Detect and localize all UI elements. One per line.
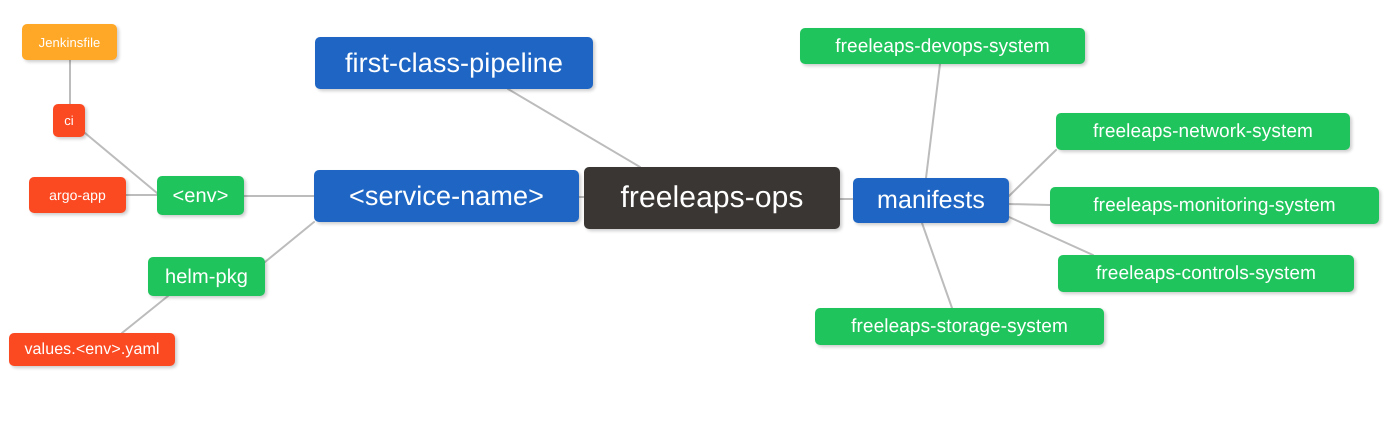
node-helm-pkg[interactable]: helm-pkg [148, 257, 265, 296]
node-label-argo-app: argo-app [49, 187, 106, 203]
node-ci[interactable]: ci [53, 104, 85, 137]
edge-manifests-to-freeleaps-storage-system [921, 222, 953, 309]
node-label-jenkinsfile: Jenkinsfile [38, 34, 101, 50]
node-service-name[interactable]: <service-name> [314, 170, 579, 222]
node-freeleaps-ops[interactable]: freeleaps-ops [584, 167, 840, 229]
edge-helm-pkg-to-values-yaml [121, 295, 169, 334]
edge-manifests-to-freeleaps-devops-system [925, 63, 941, 179]
edge-first-class-pipeline-to-freeleaps-ops [507, 88, 641, 168]
node-label-freeleaps-storage-system: freeleaps-storage-system [851, 316, 1068, 337]
node-label-first-class-pipeline: first-class-pipeline [344, 47, 564, 78]
edge-service-name-to-helm-pkg [264, 221, 315, 263]
node-label-ci: ci [64, 113, 74, 128]
edge-manifests-to-freeleaps-monitoring-system [1008, 203, 1051, 206]
node-env[interactable]: <env> [157, 176, 244, 215]
node-values-yaml[interactable]: values.<env>.yaml [9, 333, 175, 366]
node-label-freeleaps-devops-system: freeleaps-devops-system [835, 35, 1050, 57]
node-label-freeleaps-ops: freeleaps-ops [620, 181, 804, 214]
node-label-env: <env> [172, 184, 229, 207]
node-jenkinsfile[interactable]: Jenkinsfile [22, 24, 117, 60]
node-label-service-name: <service-name> [349, 180, 544, 211]
node-first-class-pipeline[interactable]: first-class-pipeline [315, 37, 593, 89]
edge-manifests-to-freeleaps-network-system [1008, 149, 1057, 197]
node-label-freeleaps-network-system: freeleaps-network-system [1093, 121, 1313, 142]
node-label-values-yaml: values.<env>.yaml [24, 340, 160, 358]
node-argo-app[interactable]: argo-app [29, 177, 126, 213]
node-freeleaps-controls-system[interactable]: freeleaps-controls-system [1058, 255, 1354, 292]
node-freeleaps-devops-system[interactable]: freeleaps-devops-system [800, 28, 1085, 64]
node-freeleaps-monitoring-system[interactable]: freeleaps-monitoring-system [1050, 187, 1379, 224]
node-freeleaps-network-system[interactable]: freeleaps-network-system [1056, 113, 1350, 150]
node-freeleaps-storage-system[interactable]: freeleaps-storage-system [815, 308, 1104, 345]
node-label-helm-pkg: helm-pkg [164, 265, 249, 288]
node-label-freeleaps-monitoring-system: freeleaps-monitoring-system [1093, 195, 1336, 216]
node-label-freeleaps-controls-system: freeleaps-controls-system [1095, 263, 1317, 284]
node-label-manifests: manifests [877, 186, 985, 214]
node-manifests[interactable]: manifests [853, 178, 1009, 223]
